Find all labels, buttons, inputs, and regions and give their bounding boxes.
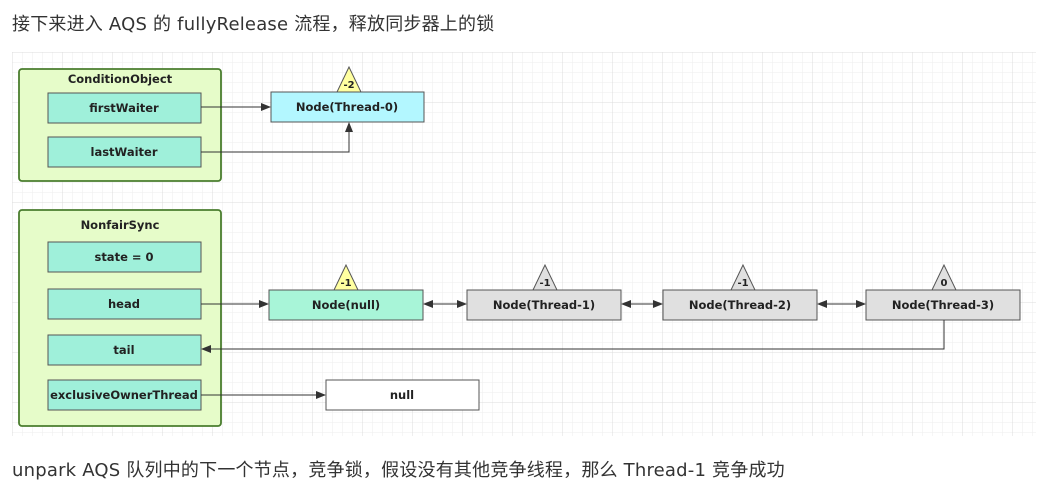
node-null-status: -1	[340, 278, 351, 289]
tail-field	[47, 334, 202, 366]
state-label: state = 0	[94, 250, 153, 264]
exclusive-owner-label: exclusiveOwnerThread	[50, 388, 198, 402]
node-thread-1-status-triangle	[532, 263, 558, 291]
node-thread-0-status-triangle	[336, 65, 362, 93]
head-label: head	[108, 297, 140, 311]
node-null: Node(null) -1	[268, 263, 424, 321]
aqs-diagram: ConditionObject firstWaiter lastWaiter N…	[12, 52, 1036, 436]
node-thread-2: Node(Thread-2) -1	[662, 263, 818, 321]
node-thread-0: Node(Thread-0) -2	[270, 65, 425, 123]
state-field	[47, 241, 202, 273]
node-thread-3-box	[865, 289, 1021, 321]
condition-object-container: ConditionObject firstWaiter lastWaiter	[18, 68, 222, 182]
node-thread-3: Node(Thread-3) 0	[865, 263, 1021, 321]
node-null-status-triangle	[333, 263, 359, 291]
node-thread-0-box	[270, 91, 425, 123]
nonfair-sync-container: NonfairSync state = 0 head tail exclusiv…	[18, 209, 222, 427]
owner-null-value: null	[325, 379, 480, 411]
nonfair-sync-title: NonfairSync	[81, 218, 160, 232]
node-thread-2-label: Node(Thread-2)	[689, 298, 791, 312]
node-thread-3-label: Node(Thread-3)	[892, 298, 994, 312]
node-thread-3-status-triangle	[931, 263, 957, 291]
caption-top: 接下来进入 AQS 的 fullyRelease 流程，释放同步器上的锁	[12, 14, 495, 35]
node-thread-1-status: -1	[539, 278, 550, 289]
node-null-box	[268, 289, 424, 321]
owner-null-label: null	[390, 388, 414, 402]
owner-null-box	[325, 379, 480, 411]
node-null-label: Node(null)	[312, 298, 380, 312]
node-thread-2-status-triangle	[730, 263, 756, 291]
node-thread-2-box	[662, 289, 818, 321]
node-thread-2-status: -1	[737, 278, 748, 289]
exclusive-owner-field	[47, 379, 202, 411]
node-thread-0-status: -2	[343, 80, 354, 91]
tail-label: tail	[113, 343, 134, 357]
last-waiter-label: lastWaiter	[91, 145, 158, 159]
node-thread-3-status: 0	[941, 278, 948, 289]
node-thread-1-label: Node(Thread-1)	[493, 298, 595, 312]
node-thread-0-label: Node(Thread-0)	[296, 100, 398, 114]
first-waiter-label: firstWaiter	[89, 101, 159, 115]
head-field	[47, 288, 202, 320]
condition-object-title: ConditionObject	[68, 72, 173, 86]
caption-bottom: unpark AQS 队列中的下一个节点，竞争锁，假设没有其他竞争线程，那么 T…	[12, 460, 785, 481]
last-waiter-arrow	[201, 122, 353, 153]
node-thread-1: Node(Thread-1) -1	[466, 263, 622, 321]
tail-arrow	[201, 320, 945, 353]
first-waiter-field	[47, 92, 202, 124]
